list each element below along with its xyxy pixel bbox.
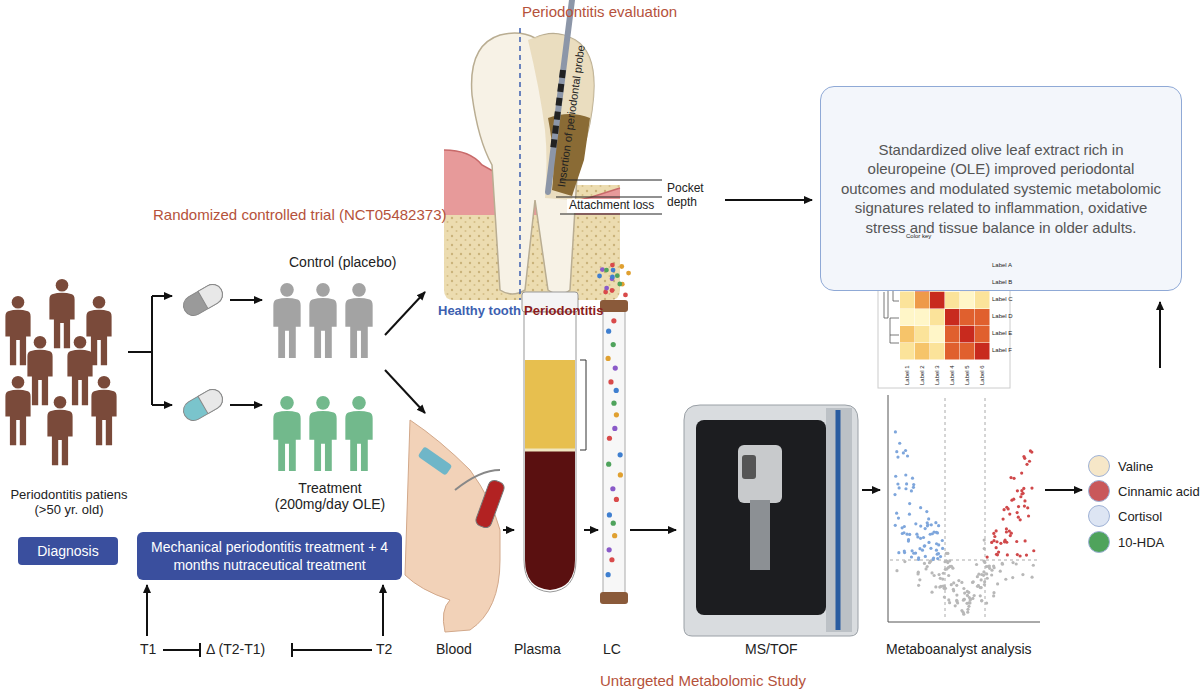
legend-swatch [1088,455,1110,477]
legend-item: Cinnamic acid [1088,480,1200,502]
treatment-box: Mechanical periodontitis treatment + 4 m… [137,532,402,580]
label: Label 3 [934,365,941,385]
label: Metaboanalyst analysis [886,641,1032,657]
label: T1 [140,641,156,657]
label: Pocket depth [667,182,711,210]
legend-item: 10-HDA [1088,531,1164,553]
label: Attachment loss [567,199,656,213]
node-text: Diagnosis [37,542,98,560]
label: Label E [992,330,1012,337]
legend-item: Valine [1088,455,1153,477]
label: Blood [436,641,472,657]
label: Healthy tooth [438,304,521,319]
label: Label F [992,347,1012,354]
label: Plasma [514,641,561,657]
label: Untargeted Metabolomic Study [600,672,806,689]
label: Label 1 [904,365,911,385]
legend-text: Valine [1118,459,1153,474]
legend-text: 10-HDA [1118,535,1164,550]
pills [180,281,226,424]
plasma-tube [522,292,586,592]
label: T2 [376,641,392,657]
label: LC [603,641,621,657]
label: MS/TOF [745,641,798,657]
label: Color key [906,233,931,240]
label: Periodontitis patiens (>50 yr. old) [0,488,138,518]
ms-tof-instrument [684,405,858,636]
patients-icon [5,279,116,465]
node-text: Mechanical periodontitis treatment + 4 m… [143,538,396,574]
legend-swatch [1088,505,1110,527]
label: Label D [992,313,1013,320]
arm-blood-draw [405,420,506,632]
legend-item: Cortisol [1088,505,1162,527]
treatment-group [273,396,372,471]
label: Δ (T2-T1) [206,641,265,657]
node-text: Standardized olive leaf extract rich in … [839,140,1163,238]
tooth-illustration [444,0,662,300]
label: Label 5 [964,365,971,385]
conclusion-box: Standardized olive leaf extract rich in … [820,86,1182,291]
label: Periodontitis evaluation [522,3,677,20]
label: Label A [992,262,1012,269]
label: Label C [992,296,1013,303]
label: Label 6 [979,365,986,385]
diagnosis-box: Diagnosis [18,537,118,565]
label: Control (placebo) [289,254,396,270]
label: Treatment (200mg/day OLE) [270,480,390,512]
label: Label 4 [949,365,956,385]
volcano-plot [888,395,1040,622]
control-group [273,283,372,358]
legend-swatch [1088,480,1110,502]
label: Randomized controlled trial (NCT05482373… [153,206,446,223]
legend-text: Cortisol [1118,509,1162,524]
label: Label B [992,279,1012,286]
legend-text: Cinnamic acid [1118,484,1200,499]
legend-swatch [1088,531,1110,553]
label: Periodontitis [524,304,603,319]
label: Label 2 [919,365,926,385]
